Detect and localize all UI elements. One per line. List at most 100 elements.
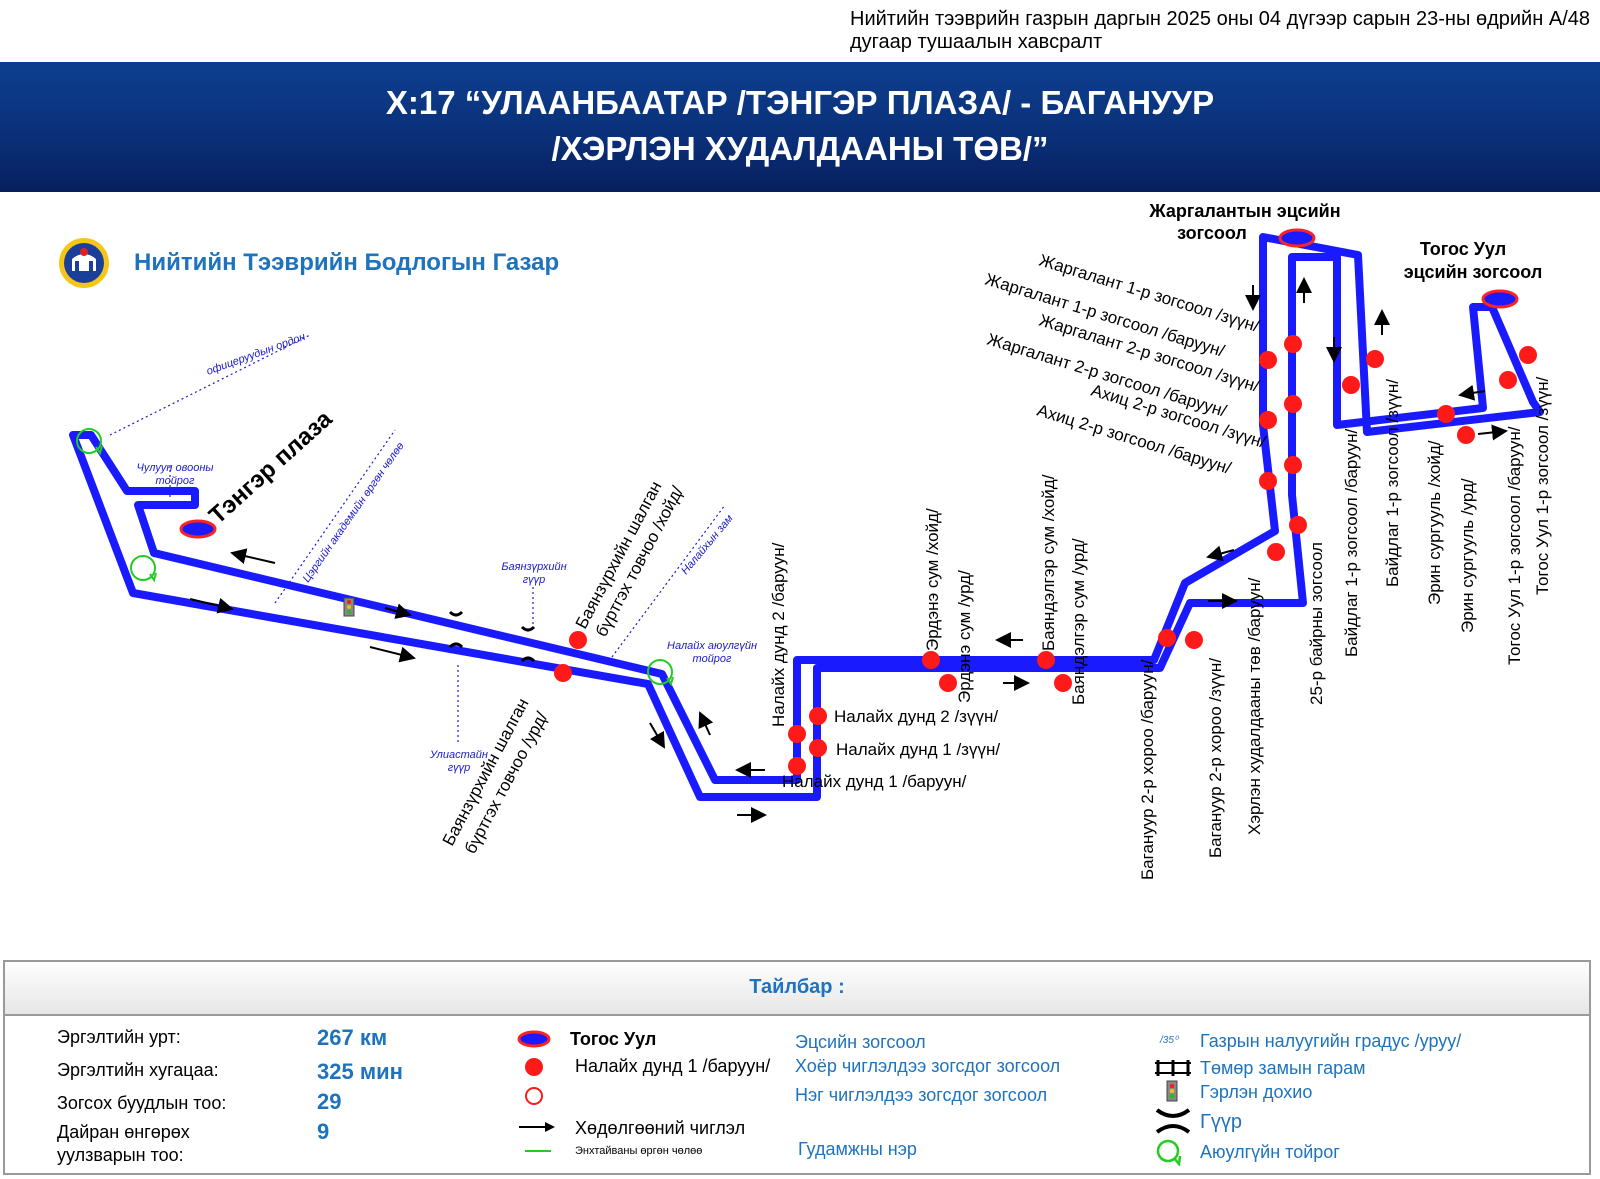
stop-label: 25-р байрны зогсоол — [1307, 542, 1326, 705]
legend-stops-label: Зогсох буудлын тоо: — [57, 1093, 227, 1113]
legend-slope: Газрын налуугийн градус /уруу/ — [1200, 1031, 1462, 1051]
legend-junctions-label-2: уулзварын тоо: — [57, 1145, 184, 1165]
bus-stop — [1284, 335, 1302, 353]
bus-stop — [1054, 674, 1072, 692]
stop-label: Хэрлэн худалдааны төв /баруун/ — [1245, 577, 1264, 835]
legend-bridge: Гүүр — [1200, 1111, 1242, 1133]
legend-direction: Хөдөлгөөний чиглэл — [575, 1118, 746, 1138]
arrow-icon — [1458, 384, 1486, 401]
legend-panel: Тайлбар : Эргэлтийн урт: 267 км Эргэлтий… — [3, 960, 1591, 1175]
stop-label: Багануур 2-р хороо /баруун/ — [1138, 659, 1157, 880]
legend-junctions-label-1: Дайран өнгөрөх — [57, 1122, 190, 1142]
stop-label: Налайх дунд 2 /зүүн/ — [834, 707, 998, 726]
terminal-stop-jargalant — [1278, 228, 1316, 248]
legend-junctions-value: 9 — [317, 1119, 330, 1144]
street-line — [611, 504, 726, 658]
route-map: Тэнгэр плаза Жаргалантын эцсийн зогсоол … — [69, 201, 1552, 880]
stop-label: Налайх дунд 1 /зүүн/ — [836, 740, 1000, 759]
terminal-stop-tenger — [179, 519, 217, 539]
traffic-light-icon — [1166, 1080, 1178, 1102]
terminal-label-togos-2: эцсийн зогсоол — [1404, 262, 1543, 282]
railway-crossing-icon — [1155, 1060, 1191, 1076]
place-label: тойрог — [693, 653, 733, 665]
stop-label: Багануур 2-р хороо /зүүн/ — [1206, 658, 1225, 858]
terminal-stop-togos — [1481, 289, 1519, 309]
place-label: Баянзүрхийн — [501, 561, 566, 573]
place-label: Чулуун овооны — [137, 462, 214, 474]
arrow-icon — [230, 548, 276, 564]
route-title-line-2: /ХЭРЛЭН ХУДАЛДААНЫ ТӨВ/” — [551, 130, 1049, 167]
stop-label: Баяндэлгэр сум /урд/ — [1069, 538, 1088, 705]
roundabout-icon — [647, 659, 674, 687]
terminal-label-tenger: Тэнгэр плаза — [204, 405, 338, 529]
place-label: гүүр — [448, 762, 471, 774]
bus-stop — [939, 674, 957, 692]
decree-note: Нийтийн тээврийн газрын даргын 2025 оны … — [850, 8, 1590, 53]
bus-stop — [1366, 350, 1384, 368]
stop-label: Байдлаг 1-р зогсоол /зүүн/ — [1383, 379, 1402, 587]
arrow-icon — [649, 722, 666, 749]
route-title-line-1: Х:17 “УЛААНБААТАР /ТЭНГЭР ПЛАЗА/ - БАГАН… — [385, 84, 1215, 121]
bus-stop — [569, 631, 587, 649]
bus-stop — [922, 651, 940, 669]
stop-label: Тогос Уул 1-р зогсоол /баруун/ — [1505, 426, 1524, 665]
legend-railway: Төмөр замын гарам — [1200, 1058, 1366, 1078]
bus-stop — [1457, 426, 1475, 444]
legend-roundabout: Аюулгүйн тойрог — [1200, 1142, 1340, 1162]
arrow-icon — [1206, 545, 1235, 562]
stop-label: Баяндэлгэр сум /хойд/ — [1039, 474, 1058, 651]
bus-stop — [1289, 516, 1307, 534]
arrow-icon — [369, 646, 416, 663]
stop-label: Эрдэнэ сум /урд/ — [955, 570, 974, 703]
bus-stop — [788, 757, 806, 775]
roundabout-icon — [1156, 1139, 1182, 1166]
legend-terminal-example: Тогос Уул — [570, 1029, 657, 1049]
legend-duration-value: 325 мин — [317, 1059, 403, 1084]
arrow-icon — [189, 597, 234, 614]
bridge-icon — [448, 610, 464, 649]
arrow-icon — [384, 603, 412, 619]
legend-street-names: Гудамжны нэр — [798, 1139, 917, 1159]
bus-stop — [1259, 472, 1277, 490]
bridge-icon — [1155, 1108, 1191, 1134]
legend-stop-example: Налайх дунд 1 /баруун/ — [575, 1056, 771, 1076]
bus-stop — [1284, 395, 1302, 413]
place-label: гүүр — [523, 574, 546, 586]
bus-stop — [1342, 376, 1360, 394]
traffic-light-icon — [343, 597, 355, 617]
roundabout-icon — [130, 555, 157, 583]
bus-stop — [1185, 631, 1203, 649]
title-banner: Х:17 “УЛААНБААТАР /ТЭНГЭР ПЛАЗА/ - БАГАН… — [0, 62, 1600, 192]
bus-stop — [1158, 629, 1176, 647]
place-label: тойрог — [156, 475, 196, 487]
legend-traffic-light: Гэрлэн дохио — [1200, 1082, 1313, 1102]
terminal-label-jargalant-1: Жаргалантын эцсийн — [1148, 201, 1340, 221]
legend-enkhtaivan: Энхтайваны өргөн чөлөө — [575, 1145, 703, 1157]
legend-one-desc: Нэг чиглэлдээ зогсдог зогсоол — [795, 1085, 1048, 1105]
bridge-icon — [520, 625, 536, 663]
arrow-icon — [519, 1122, 555, 1132]
place-label: Улиастайн — [429, 749, 488, 761]
bus-stop — [1519, 346, 1537, 364]
bus-stop — [1267, 543, 1285, 561]
place-label: Налайх аюулгүйн — [667, 640, 757, 652]
bus-stop — [1259, 411, 1277, 429]
route-path — [69, 233, 1544, 801]
stop-label: Эрин сургууль /хойд/ — [1425, 440, 1444, 605]
bus-stop — [1437, 405, 1455, 423]
legend-stops-value: 29 — [317, 1089, 342, 1114]
stop-label: Тогос Уул 1-р зогсоол /зүүн/ — [1533, 376, 1552, 595]
bus-stop — [809, 707, 827, 725]
enkhtaivan-line-icon — [525, 1150, 551, 1152]
legend-terminal-desc: Эцсийн зогсоол — [795, 1032, 926, 1052]
stop-label: Эрдэнэ сум /хойд/ — [923, 508, 942, 651]
legend-header: Тайлбар : — [5, 962, 1589, 1016]
street-label: Цэргийн академийн өргөн чөлөө — [301, 440, 407, 584]
legend-slope-sample: /35⁰ — [1160, 1035, 1178, 1046]
both-direction-stop-icon — [525, 1058, 543, 1076]
organization-name: Нийтийн Тээврийн Бодлогын Газар — [134, 249, 560, 276]
legend-length-label: Эргэлтийн урт: — [57, 1027, 181, 1047]
terminal-legend-icon — [517, 1030, 551, 1048]
bus-stop — [1284, 456, 1302, 474]
street-line — [274, 429, 396, 604]
